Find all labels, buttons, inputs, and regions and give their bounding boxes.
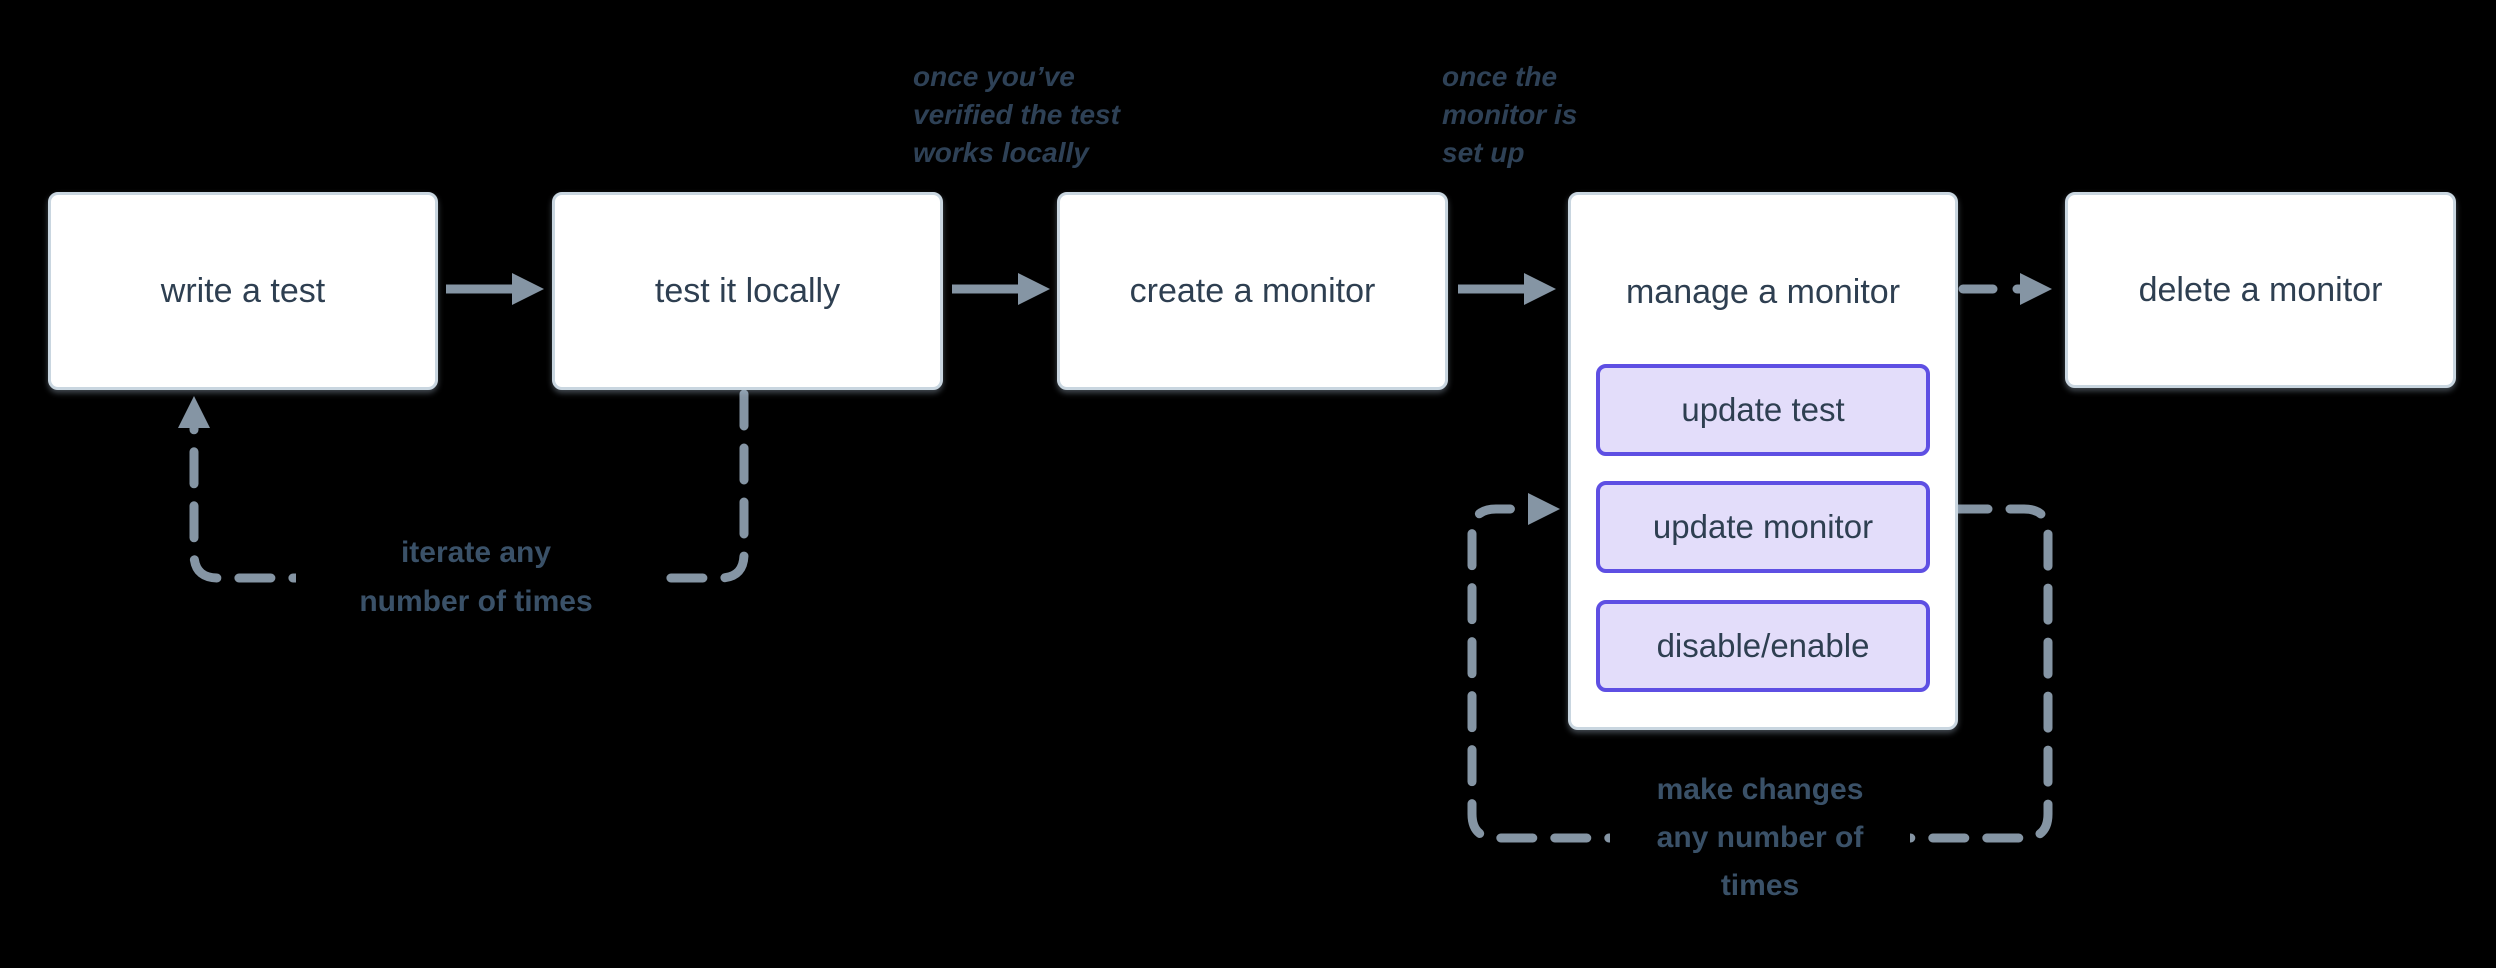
disable-enable-button[interactable]: disable/enable	[1596, 600, 1930, 692]
node-manage-a-monitor[interactable]: manage a monitor update test update moni…	[1568, 192, 1958, 730]
annotation-verified-locally: once you’ve verified the test works loca…	[913, 58, 1120, 172]
node-write-a-test[interactable]: write a test	[48, 192, 438, 390]
node-create-a-monitor-label: create a monitor	[1129, 271, 1376, 310]
annotation-line: set up	[1442, 137, 1525, 168]
node-delete-a-monitor[interactable]: delete a monitor	[2065, 192, 2456, 388]
annotation-line: once the	[1442, 61, 1558, 92]
annotation-line: monitor is	[1442, 99, 1578, 130]
loop-make-changes-path	[1467, 493, 2053, 843]
arrow-create-to-manage	[1458, 273, 1556, 305]
make-changes-loop-label: make changes any number of times	[1610, 766, 1910, 910]
node-test-it-locally[interactable]: test it locally	[552, 192, 943, 390]
make-changes-loop-label-line: times	[1720, 869, 1800, 902]
iterate-loop-label-line: number of times	[359, 585, 593, 618]
arrow-manage-to-delete	[1958, 273, 2052, 305]
node-manage-a-monitor-label: manage a monitor	[1625, 273, 1901, 311]
annotation-line: once you’ve	[913, 61, 1075, 92]
node-test-it-locally-label: test it locally	[654, 271, 841, 310]
annotation-line: verified the test	[913, 99, 1120, 130]
arrow-write-to-test	[446, 273, 544, 305]
iterate-loop-label-line: iterate any	[400, 536, 552, 569]
node-create-a-monitor[interactable]: create a monitor	[1057, 192, 1448, 390]
annotation-line: works locally	[913, 137, 1089, 168]
update-monitor-button[interactable]: update monitor	[1596, 481, 1930, 573]
make-changes-loop-label-line: any number of	[1656, 821, 1864, 854]
annotation-monitor-set-up: once the monitor is set up	[1442, 58, 1577, 172]
iterate-loop-label: iterate any number of times	[296, 528, 656, 626]
make-changes-loop-label-line: make changes	[1656, 773, 1864, 806]
arrow-test-to-create	[952, 273, 1050, 305]
update-test-button[interactable]: update test	[1596, 364, 1930, 456]
node-write-a-test-label: write a test	[160, 271, 326, 310]
node-delete-a-monitor-label: delete a monitor	[2138, 270, 2383, 309]
